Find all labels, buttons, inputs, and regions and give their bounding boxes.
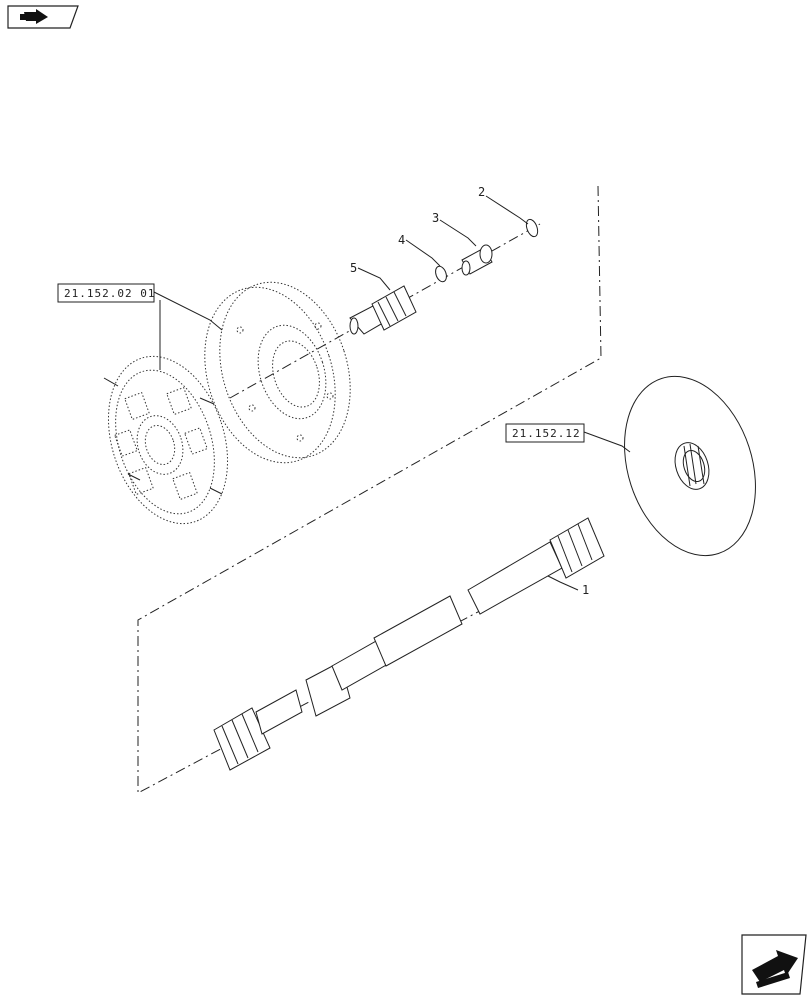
snap-ring-4 — [435, 265, 447, 283]
callout-5: 5 — [350, 261, 357, 275]
bushing-3 — [461, 244, 493, 276]
assembly-outline — [137, 185, 602, 794]
reference-label-b: 21.152.12 — [512, 427, 581, 440]
housing-plate — [204, 281, 351, 464]
disc-assembly — [103, 355, 229, 525]
callout-1: 1 — [582, 583, 589, 597]
next-page-arrow-icon[interactable] — [741, 934, 807, 995]
reference-box-b[interactable]: 21.152.12 — [505, 423, 585, 443]
main-shaft-1 — [213, 517, 605, 771]
snap-ring-2 — [525, 218, 539, 238]
reference-label-a: 21.152.02 01 — [64, 287, 155, 300]
right-disc-plate — [624, 375, 756, 557]
callout-2: 2 — [478, 185, 485, 199]
previous-page-arrow-icon[interactable] — [7, 5, 79, 29]
reference-box-a[interactable]: 21.152.02 01 — [57, 283, 155, 303]
callout-3: 3 — [432, 211, 439, 225]
splined-shaft-5 — [349, 285, 417, 335]
callout-4: 4 — [398, 233, 405, 247]
leader-lines — [153, 195, 631, 591]
